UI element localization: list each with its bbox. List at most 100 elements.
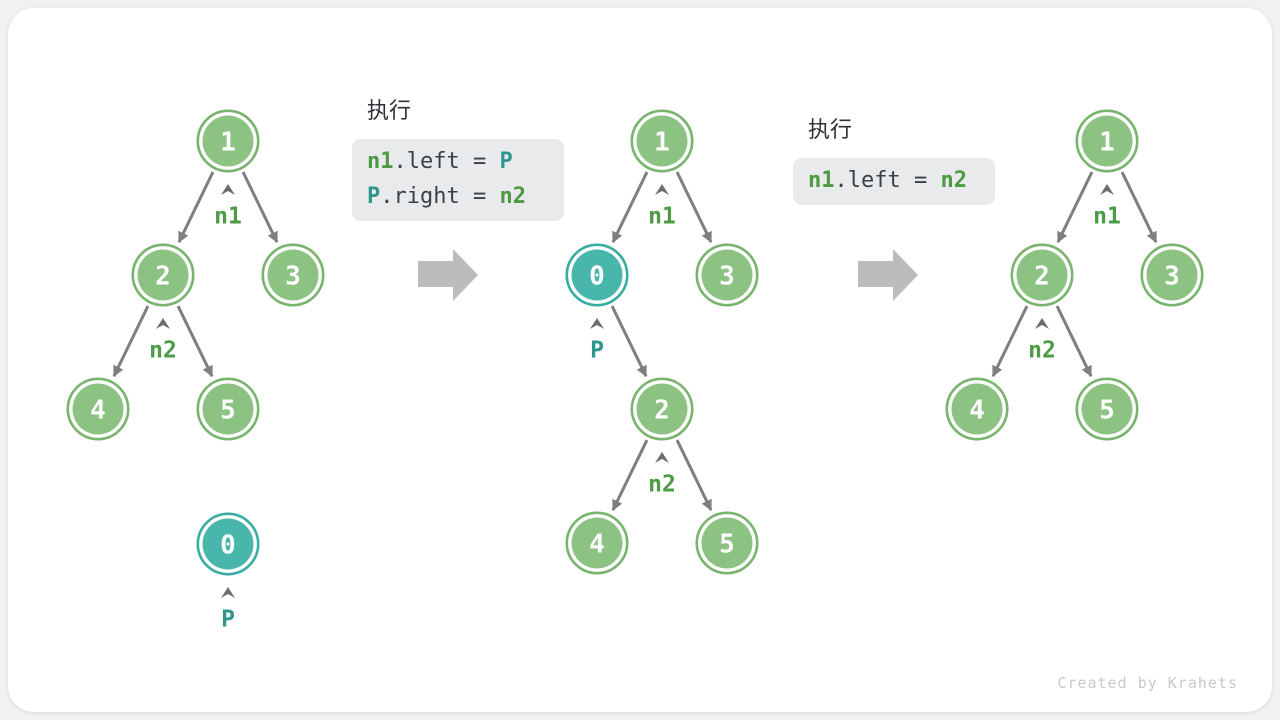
node-fill <box>701 249 753 301</box>
code-token: .left = <box>834 168 941 193</box>
pointer-caret-icon <box>1035 318 1049 329</box>
tree-node-value: 3 <box>1164 261 1180 291</box>
code-token: n2 <box>499 184 526 209</box>
node-fill <box>202 115 254 167</box>
tree-node-value: 2 <box>1034 261 1050 291</box>
tree-node-value: 5 <box>220 395 236 425</box>
tree-node-5: 5 <box>1075 377 1139 441</box>
tree-edge <box>176 305 214 378</box>
exec-label-2: 执行 <box>808 117 853 142</box>
tree-node-0: 0 <box>565 243 629 307</box>
code-token: .right = <box>380 184 500 209</box>
pointer-label-n1: n1 <box>1093 203 1121 229</box>
code-token: n2 <box>940 168 967 193</box>
tree-before: 1 2 3 4 5 0 n1 n2P <box>66 109 325 632</box>
tree-node-value: 0 <box>589 261 605 291</box>
pointer-caret-icon <box>221 184 235 195</box>
tree-node-value: 4 <box>90 395 106 425</box>
tree-edge <box>112 305 150 378</box>
tree-node-value: 1 <box>220 127 236 157</box>
tree-node-2: 2 <box>1010 243 1074 307</box>
node-fill <box>636 115 688 167</box>
tree-node-4: 4 <box>66 377 130 441</box>
pointer-label-P: P <box>221 606 235 632</box>
exec-label-1: 执行 <box>367 98 412 123</box>
node-fill <box>202 383 254 435</box>
pointer-n2: n2 <box>149 318 177 363</box>
pointer-P: P <box>221 587 235 632</box>
pointer-n1: n1 <box>214 184 242 229</box>
node-fill <box>1016 249 1068 301</box>
tree-node-4: 4 <box>945 377 1009 441</box>
node-fill <box>137 249 189 301</box>
tree-node-4: 4 <box>565 511 629 575</box>
node-fill <box>571 249 623 301</box>
node-fill <box>267 249 319 301</box>
tree-node-value: 5 <box>719 529 735 559</box>
tree-node-value: 2 <box>155 261 171 291</box>
tree-edge <box>675 171 713 244</box>
pointer-caret-icon <box>156 318 170 329</box>
code-token: .left = <box>393 149 500 174</box>
step-arrow-icon <box>858 249 918 301</box>
tree-node-3: 3 <box>261 243 325 307</box>
tree-node-1: 1 <box>630 109 694 173</box>
tree-node-value: 2 <box>654 395 670 425</box>
tree-node-value: 4 <box>969 395 985 425</box>
tree-node-value: 4 <box>589 529 605 559</box>
code-token: n1 <box>367 149 394 174</box>
tree-node-2: 2 <box>630 377 694 441</box>
tree-edge <box>1120 171 1158 244</box>
node-fill <box>571 517 623 569</box>
tree-edge <box>177 171 215 244</box>
node-fill <box>701 517 753 569</box>
node-fill <box>1146 249 1198 301</box>
code-line: n1.left = n2 <box>808 163 980 198</box>
watermark: Created by Krahets <box>1057 674 1238 692</box>
step-arrow-icon <box>418 249 478 301</box>
pointer-n1: n1 <box>648 184 676 229</box>
tree-edge <box>241 171 279 244</box>
tree-edge <box>991 305 1029 378</box>
pointer-label-n2: n2 <box>648 471 676 497</box>
node-fill <box>1081 115 1133 167</box>
tree-edge <box>611 439 649 512</box>
tree-edge <box>610 305 648 378</box>
node-fill <box>202 518 254 570</box>
code-token: P <box>499 149 513 174</box>
node-fill <box>1081 383 1133 435</box>
code-line: n1.left = P <box>367 144 549 179</box>
tree-node-value: 1 <box>1099 127 1115 157</box>
pointer-label-n1: n1 <box>648 203 676 229</box>
tree-node-5: 5 <box>196 377 260 441</box>
code-line: P.right = n2 <box>367 179 549 214</box>
tree-node-2: 2 <box>131 243 195 307</box>
pointer-n2: n2 <box>1028 318 1056 363</box>
pointer-caret-icon <box>221 587 235 598</box>
tree-node-1: 1 <box>1075 109 1139 173</box>
code-token: P <box>367 184 381 209</box>
tree-node-1: 1 <box>196 109 260 173</box>
tree-node-value: 3 <box>719 261 735 291</box>
node-fill <box>72 383 124 435</box>
pointer-label-P: P <box>590 337 604 363</box>
tree-after: 1 2 3 4 5 n1 n2 <box>945 109 1204 441</box>
pointer-n1: n1 <box>1093 184 1121 229</box>
pointer-caret-icon <box>655 184 669 195</box>
code-token: n1 <box>808 168 835 193</box>
tree-node-value: 0 <box>220 530 236 560</box>
tree-node-3: 3 <box>695 243 759 307</box>
tree-node-value: 5 <box>1099 395 1115 425</box>
pointer-caret-icon <box>1100 184 1114 195</box>
tree-edge <box>675 439 713 512</box>
pointer-P: P <box>590 318 604 363</box>
tree-edge <box>611 171 649 244</box>
tree-node-value: 3 <box>285 261 301 291</box>
pointer-label-n2: n2 <box>1028 337 1056 363</box>
pointer-caret-icon <box>655 452 669 463</box>
node-fill <box>951 383 1003 435</box>
